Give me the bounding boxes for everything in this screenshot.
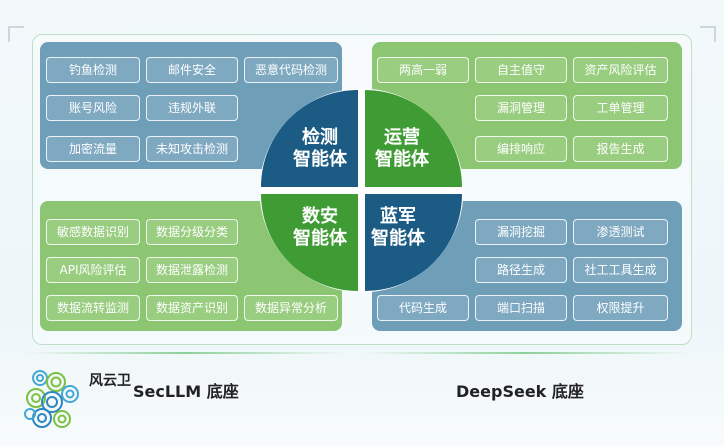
detection-tag: 未知攻击检测 [146, 136, 238, 162]
operations-label-line1: 运营 [384, 127, 420, 148]
detection-quadrant [261, 90, 358, 187]
brand-name: 风云卫 [89, 373, 131, 389]
base-separator-left [24, 352, 346, 354]
detection-tag: 邮件安全 [146, 57, 238, 83]
detection-tag: 违规外联 [146, 95, 238, 121]
blue-team-tag: 端口扫描 [475, 295, 567, 321]
blue-team-tag: 代码生成 [377, 295, 469, 321]
data-security-label-line2: 智能体 [293, 228, 347, 249]
blue-team-tag: 权限提升 [573, 295, 668, 321]
operations-tag: 自主值守 [475, 57, 567, 83]
blue-team-tag: 社工工具生成 [573, 257, 668, 283]
operations-agent-label: 运营 智能体 [362, 127, 442, 171]
operations-tag: 报告生成 [573, 136, 668, 162]
blue-team-label-line2: 智能体 [371, 228, 425, 249]
data-security-tag: API风险评估 [46, 257, 140, 283]
data-security-tag: 数据资产识别 [146, 295, 238, 321]
blue-team-tag: 渗透测试 [573, 219, 668, 245]
detection-tag: 钓鱼检测 [46, 57, 140, 83]
data-security-tag: 数据流转监测 [46, 295, 140, 321]
agent-quadrant-circle [259, 88, 464, 293]
operations-tag: 编排响应 [475, 136, 567, 162]
blue-team-quadrant [365, 194, 462, 291]
operations-tag: 资产风险评估 [573, 57, 668, 83]
corner-bracket-left [8, 26, 24, 42]
blue-team-label-line1: 蓝军 [380, 206, 416, 227]
data-security-quadrant [261, 194, 358, 291]
operations-quadrant [365, 90, 462, 187]
corner-bracket-right [700, 26, 716, 42]
detection-tag: 账号风险 [46, 95, 140, 121]
detection-tag: 加密流量 [46, 136, 140, 162]
blue-team-agent-label: 蓝军 智能体 [358, 206, 438, 250]
data-security-label-line1: 数安 [302, 206, 338, 227]
operations-label-line2: 智能体 [375, 149, 429, 170]
data-security-tag: 数据异常分析 [244, 295, 338, 321]
swirl-cloud-logo-icon [24, 370, 79, 428]
data-security-tag: 数据分级分类 [146, 219, 238, 245]
detection-tag: 恶意代码检测 [244, 57, 338, 83]
operations-tag: 漏洞管理 [475, 95, 567, 121]
operations-tag: 工单管理 [573, 95, 668, 121]
operations-tag: 两高一弱 [377, 57, 469, 83]
deepseek-base-title: DeepSeek 底座 [456, 382, 584, 401]
blue-team-tag: 漏洞挖掘 [475, 219, 567, 245]
detection-label-line2: 智能体 [293, 149, 347, 170]
data-security-agent-label: 数安 智能体 [280, 206, 360, 250]
blue-team-tag: 路径生成 [475, 257, 567, 283]
detection-agent-label: 检测 智能体 [280, 127, 360, 171]
base-separator-right [362, 352, 690, 354]
detection-label-line1: 检测 [302, 127, 338, 148]
data-security-tag: 敏感数据识别 [46, 219, 140, 245]
data-security-tag: 数据泄露检测 [146, 257, 238, 283]
secllm-base-title: SecLLM 底座 [133, 382, 239, 401]
